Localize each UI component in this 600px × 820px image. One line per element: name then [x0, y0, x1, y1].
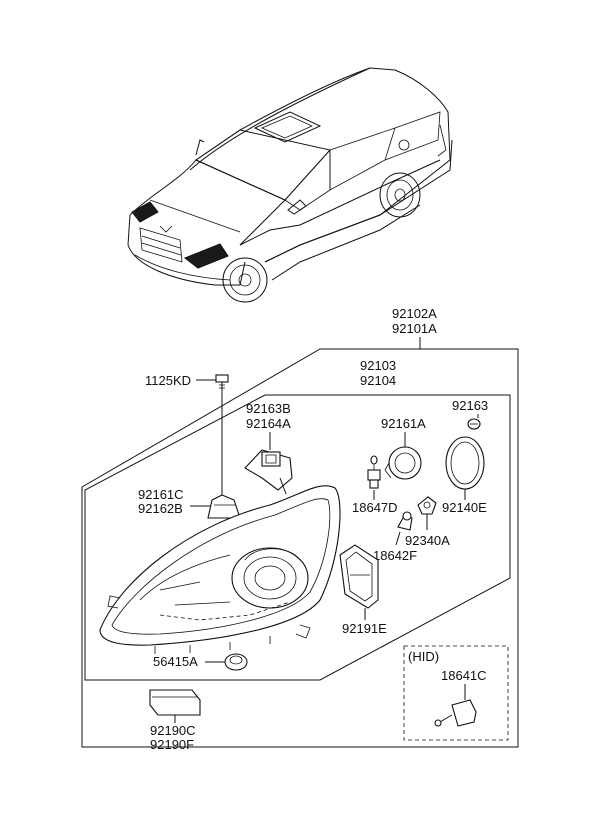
hid-bulb-part: [434, 699, 477, 727]
car-illustration: [127, 67, 453, 303]
hid-box: [403, 645, 509, 741]
label-cap-small: 92163: [452, 398, 488, 413]
socket-part: [417, 496, 437, 515]
bulb-small-part: [397, 511, 413, 531]
bulb-h7-part: [367, 455, 381, 489]
label-assy-outer-1: 92102A: [392, 306, 437, 321]
rear-cover-part: [339, 544, 379, 609]
bolt-part: [215, 374, 229, 392]
label-assy-inner-1: 92103: [360, 358, 396, 373]
socket-cover-part: [384, 446, 422, 480]
label-cover-2: 92164A: [246, 416, 291, 431]
label-assy-outer-2: 92101A: [392, 321, 437, 336]
label-assy-inner-2: 92104: [360, 373, 396, 388]
label-ballast-2: 92190F: [150, 737, 194, 752]
cap-small-part: [467, 418, 481, 430]
label-clip-1: 92161C: [138, 487, 184, 502]
label-bolt: 1125KD: [145, 373, 191, 388]
inner-assembly-frame: [84, 394, 511, 681]
label-bulb-small: 18642F: [373, 548, 417, 563]
outer-assembly-frame: [81, 348, 519, 748]
label-hid-bulb: 18641C: [441, 668, 487, 683]
clip-part: [207, 494, 241, 519]
label-clip-2: 92162B: [138, 501, 183, 516]
label-rear-cover: 92191E: [342, 621, 387, 636]
label-hid-header: (HID): [408, 649, 439, 664]
label-bulb-h7: 18647D: [352, 500, 398, 515]
label-socket-cover: 92161A: [381, 416, 426, 431]
label-socket: 92340A: [405, 533, 450, 548]
leader-bulb-small: [395, 531, 401, 546]
ring-part: [445, 436, 485, 490]
label-ballast-1: 92190C: [150, 723, 196, 738]
label-cover-1: 92163B: [246, 401, 291, 416]
grommet-part: [224, 653, 248, 671]
headlamp-housing: [99, 485, 341, 654]
cover-bracket-part: [244, 449, 293, 495]
ballast-part: [149, 689, 201, 716]
label-grommet: 56415A: [153, 654, 198, 669]
label-ring: 92140E: [442, 500, 487, 515]
